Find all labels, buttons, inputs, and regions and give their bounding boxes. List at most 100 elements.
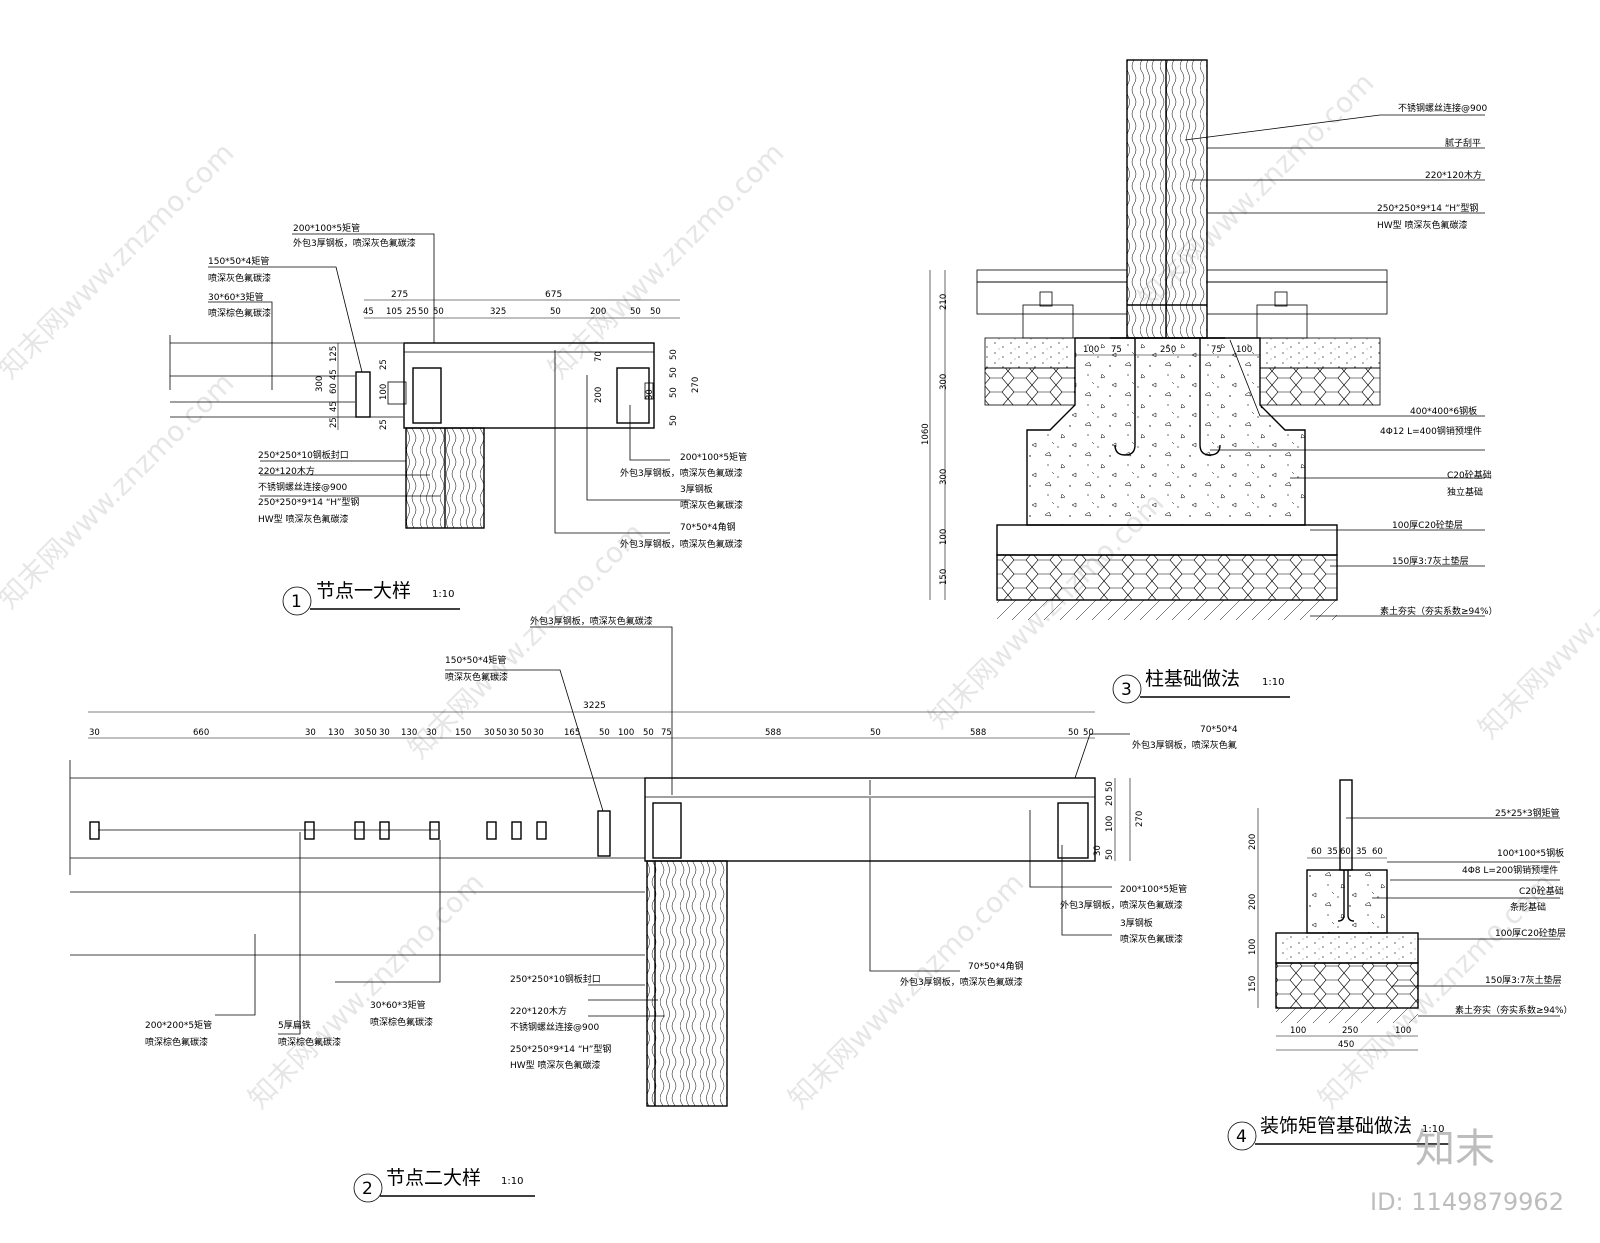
svg-text:50: 50	[599, 728, 610, 738]
svg-text:30: 30	[484, 728, 495, 738]
dim-row: 30 660 30 130 30 50 30 130 30 150 30 50 …	[89, 728, 1094, 738]
svg-text:270: 270	[1135, 811, 1145, 827]
svg-text:50: 50	[550, 307, 561, 317]
svg-text:HW型 喷深灰色氟碳漆: HW型 喷深灰色氟碳漆	[1377, 219, 1468, 231]
detail-title: 柱基础做法	[1145, 668, 1240, 690]
detail-number: 3	[1121, 680, 1132, 700]
svg-text:70: 70	[594, 351, 604, 362]
svg-text:25: 25	[329, 417, 339, 428]
svg-text:100*100*5钢板: 100*100*5钢板	[1497, 847, 1564, 859]
svg-text:50: 50	[366, 728, 377, 738]
svg-text:300: 300	[939, 374, 949, 390]
svg-text:200: 200	[590, 307, 606, 317]
svg-text:270: 270	[691, 377, 701, 393]
svg-text:150: 150	[1248, 976, 1258, 992]
svg-text:HW型 喷深灰色氟碳漆: HW型 喷深灰色氟碳漆	[510, 1059, 601, 1071]
svg-text:腻子刮平: 腻子刮平	[1445, 137, 1481, 149]
svg-text:250*250*10钢板封口: 250*250*10钢板封口	[258, 449, 349, 461]
svg-text:50: 50	[669, 415, 679, 426]
svg-text:喷深灰色氟碳漆: 喷深灰色氟碳漆	[208, 272, 271, 284]
dim-left: 200 200 100 150	[1248, 834, 1258, 992]
dim-mid: 100 75 250 75 100	[1083, 345, 1252, 355]
svg-text:250*250*9*14 “H”型钢: 250*250*9*14 “H”型钢	[510, 1043, 611, 1055]
svg-text:105: 105	[386, 307, 402, 317]
svg-text:喷深棕色氟碳漆: 喷深棕色氟碳漆	[278, 1036, 341, 1048]
svg-text:70*50*4角钢: 70*50*4角钢	[680, 521, 736, 533]
detail-number-circle	[1112, 674, 1142, 704]
svg-text:5厚扁铁: 5厚扁铁	[278, 1019, 311, 1031]
svg-text:35: 35	[1327, 847, 1338, 857]
detail-scale: 1:10	[1262, 677, 1284, 688]
svg-text:30: 30	[305, 728, 316, 738]
detail-number: 4	[1236, 1127, 1247, 1147]
dim-top-b: 675	[545, 290, 562, 300]
svg-text:60: 60	[1340, 847, 1351, 857]
svg-text:25: 25	[406, 307, 417, 317]
dim-small: 25 100 25 70 30 200 50 50 270 50 50	[379, 349, 701, 430]
svg-text:25: 25	[379, 359, 389, 370]
svg-text:50: 50	[496, 728, 507, 738]
svg-text:100: 100	[1248, 939, 1258, 955]
watermark-text: 知末网www.znzmo.com	[542, 136, 791, 385]
svg-text:3厚钢板: 3厚钢板	[1120, 917, 1153, 929]
svg-text:250*250*9*14 “H”型钢: 250*250*9*14 “H”型钢	[258, 496, 359, 508]
svg-text:50: 50	[669, 387, 679, 398]
svg-text:独立基础: 独立基础	[1447, 486, 1483, 498]
svg-text:外包3厚钢板，喷深灰色氟碳漆: 外包3厚钢板，喷深灰色氟碳漆	[530, 615, 653, 627]
svg-text:250: 250	[1160, 345, 1176, 355]
watermark-text: 知末网www.znzmo.com	[0, 366, 240, 615]
svg-text:325: 325	[490, 307, 506, 317]
svg-text:50: 50	[433, 307, 444, 317]
dim-top-a: 275	[391, 290, 408, 300]
svg-text:250: 250	[1342, 1026, 1358, 1036]
svg-text:30*60*3矩管: 30*60*3矩管	[208, 291, 264, 303]
dim-total: 3225	[583, 701, 606, 711]
svg-text:喷深灰色氟碳漆: 喷深灰色氟碳漆	[680, 499, 743, 511]
watermark-text: 知末网www.znzmo.com	[0, 136, 240, 385]
svg-text:450: 450	[1338, 1040, 1354, 1050]
svg-text:喷深灰色氟碳漆: 喷深灰色氟碳漆	[1120, 933, 1183, 945]
dim-bottom: 100 250 100 450	[1290, 1026, 1411, 1050]
svg-text:外包3厚钢板，喷深灰色氟碳漆: 外包3厚钢板，喷深灰色氟碳漆	[620, 467, 743, 479]
svg-text:300: 300	[315, 376, 325, 392]
detail-2: 3225 30 660 30 130 30 50 30 130 30 150 3…	[69, 615, 1238, 1203]
svg-text:50: 50	[1105, 781, 1115, 792]
dim-row: 45 105 25 50 50 325 50 200 50 50	[363, 307, 661, 317]
svg-text:100: 100	[939, 529, 949, 545]
watermark-text: 知末网www.znzmo.com	[242, 866, 491, 1115]
svg-text:3厚钢板: 3厚钢板	[680, 483, 713, 495]
svg-text:660: 660	[193, 728, 209, 738]
svg-text:1060: 1060	[921, 423, 931, 445]
svg-text:150厚3:7灰土垫层: 150厚3:7灰土垫层	[1485, 974, 1562, 986]
detail-number-circle	[353, 1173, 383, 1203]
svg-text:外包3厚钢板，喷深灰色氟: 外包3厚钢板，喷深灰色氟	[1132, 739, 1237, 751]
detail-number-circle	[282, 586, 312, 616]
svg-text:30: 30	[89, 728, 100, 738]
svg-text:外包3厚钢板，喷深灰色氟碳漆: 外包3厚钢板，喷深灰色氟碳漆	[1060, 899, 1183, 911]
svg-text:喷深棕色氟碳漆: 喷深棕色氟碳漆	[145, 1036, 208, 1048]
svg-text:50: 50	[1083, 728, 1094, 738]
svg-text:C20砼基础: C20砼基础	[1447, 469, 1492, 481]
svg-text:250*250*9*14 “H”型钢: 250*250*9*14 “H”型钢	[1377, 202, 1478, 214]
detail-title: 节点二大样	[386, 1167, 481, 1189]
svg-text:素土夯实（夯实系数≥94%）: 素土夯实（夯实系数≥94%）	[1380, 605, 1498, 617]
svg-text:75: 75	[1111, 345, 1122, 355]
detail-scale: 1:10	[1422, 1124, 1444, 1135]
svg-text:75: 75	[1211, 345, 1222, 355]
svg-text:4Φ12 L=400钢销预埋件: 4Φ12 L=400钢销预埋件	[1380, 425, 1482, 437]
svg-text:45: 45	[329, 369, 339, 380]
svg-text:220*120木方: 220*120木方	[510, 1005, 567, 1017]
svg-text:210: 210	[939, 294, 949, 310]
svg-text:4Φ8 L=200钢销预埋件: 4Φ8 L=200钢销预埋件	[1462, 864, 1558, 876]
svg-text:60: 60	[1372, 847, 1383, 857]
svg-text:50: 50	[1068, 728, 1079, 738]
svg-text:50: 50	[1105, 849, 1115, 860]
svg-text:50: 50	[870, 728, 881, 738]
svg-text:外包3厚钢板，喷深灰色氟碳漆: 外包3厚钢板，喷深灰色氟碳漆	[293, 237, 416, 249]
svg-text:125: 125	[329, 346, 339, 362]
svg-text:100厚C20砼垫层: 100厚C20砼垫层	[1392, 519, 1463, 531]
svg-text:70*50*4角钢: 70*50*4角钢	[968, 960, 1024, 972]
svg-text:100厚C20砼垫层: 100厚C20砼垫层	[1495, 927, 1566, 939]
detail-scale: 1:10	[432, 589, 454, 600]
